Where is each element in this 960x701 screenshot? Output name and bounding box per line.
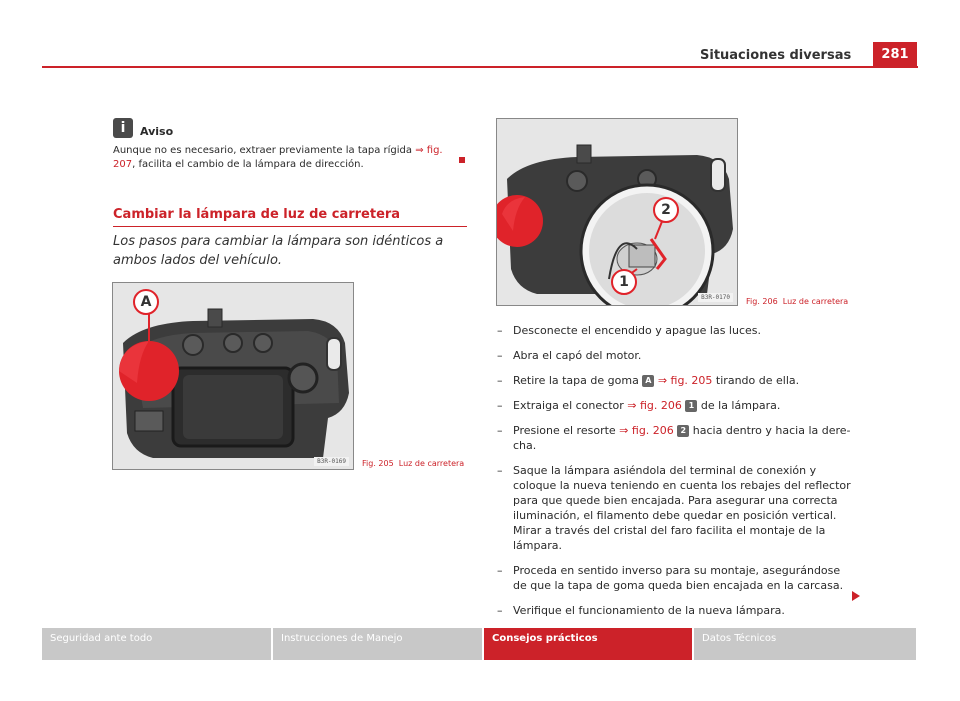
figure-205-caption-text: Luz de carretera [398, 459, 465, 468]
list-item: –Saque la lámpara asiéndola del terminal… [497, 464, 851, 552]
list-item: –Desconecte el encendido y apague las lu… [497, 324, 761, 337]
notice-title: Aviso [140, 125, 174, 138]
notice-text-before: Aunque no es necesario, extraer previame… [113, 145, 416, 156]
list-item: –Retire la tapa de goma A ⇒ fig. 205 tir… [497, 374, 800, 387]
figure-206-caption: Fig. 206 Luz de carretera [746, 297, 848, 306]
header-rule [42, 66, 918, 68]
section-intro: Los pasos para cambiar la lámpara son id… [113, 234, 444, 268]
xref-fig-205-link[interactable]: ⇒ fig. 205 [657, 374, 713, 387]
callout-a: A [133, 289, 159, 315]
xref-fig-206-link[interactable]: ⇒ fig. 206 [619, 424, 674, 437]
callout-2: 2 [653, 197, 679, 223]
headlight-rear-illustration [113, 283, 353, 469]
notice-xref-link[interactable]: ⇒ fig. 207 [113, 145, 443, 170]
footer-tab-datos[interactable]: Datos Técnicos [694, 628, 916, 660]
list-item: –Extraiga el conector ⇒ fig. 206 1 de la… [497, 399, 781, 412]
section-title: Cambiar la lámpara de luz de carretera [113, 207, 401, 222]
callout-1: 1 [611, 269, 637, 295]
figure-206-code: B3R-0170 [698, 293, 733, 302]
list-item: –Abra el capó del motor. [497, 349, 642, 362]
page-number-badge: 281 [873, 42, 917, 66]
list-item: –Verifique el funcionamiento de la nueva… [497, 604, 785, 617]
notice-text-after: , faci­lita el cambio de la lámpara de d… [132, 159, 364, 170]
footer-nav: Seguridad ante todo Instrucciones de Man… [42, 628, 918, 660]
procedure-steps: –Desconecte el encendido y apague las lu… [497, 323, 853, 628]
figure-205-caption-number: Fig. 205 [362, 459, 394, 468]
figure-205-image: A B3R-0169 [112, 282, 354, 470]
section-rule [113, 226, 467, 227]
ref-box-a: A [642, 375, 655, 387]
figure-206-caption-number: Fig. 206 [746, 297, 778, 306]
headlight-bulb-illustration [497, 119, 737, 305]
continue-arrow-icon [852, 591, 860, 601]
footer-tab-consejos[interactable]: Consejos prácticos [484, 628, 692, 660]
figure-206-caption-text: Luz de carretera [782, 297, 849, 306]
figure-205-code: B3R-0169 [314, 457, 349, 466]
ref-box-1: 1 [685, 400, 698, 412]
list-item: –Proceda en sentido inverso para su mont… [497, 564, 844, 592]
list-item: –Presione el resorte ⇒ fig. 206 2 hacia … [497, 424, 851, 452]
section-end-marker [459, 157, 465, 163]
footer-tab-instrucciones[interactable]: Instrucciones de Manejo [273, 628, 482, 660]
xref-fig-206-link[interactable]: ⇒ fig. 206 [627, 399, 682, 412]
figure-206-image: 2 1 B3R-0170 [496, 118, 738, 306]
notice-icon: i [113, 118, 133, 138]
notice-text: Aunque no es necesario, extraer previame… [113, 144, 465, 172]
footer-tab-seguridad[interactable]: Seguridad ante todo [42, 628, 271, 660]
figure-205-caption: Fig. 205 Luz de carretera [362, 459, 464, 468]
running-header-title: Situaciones diversas [700, 48, 852, 63]
ref-box-2: 2 [677, 425, 690, 437]
